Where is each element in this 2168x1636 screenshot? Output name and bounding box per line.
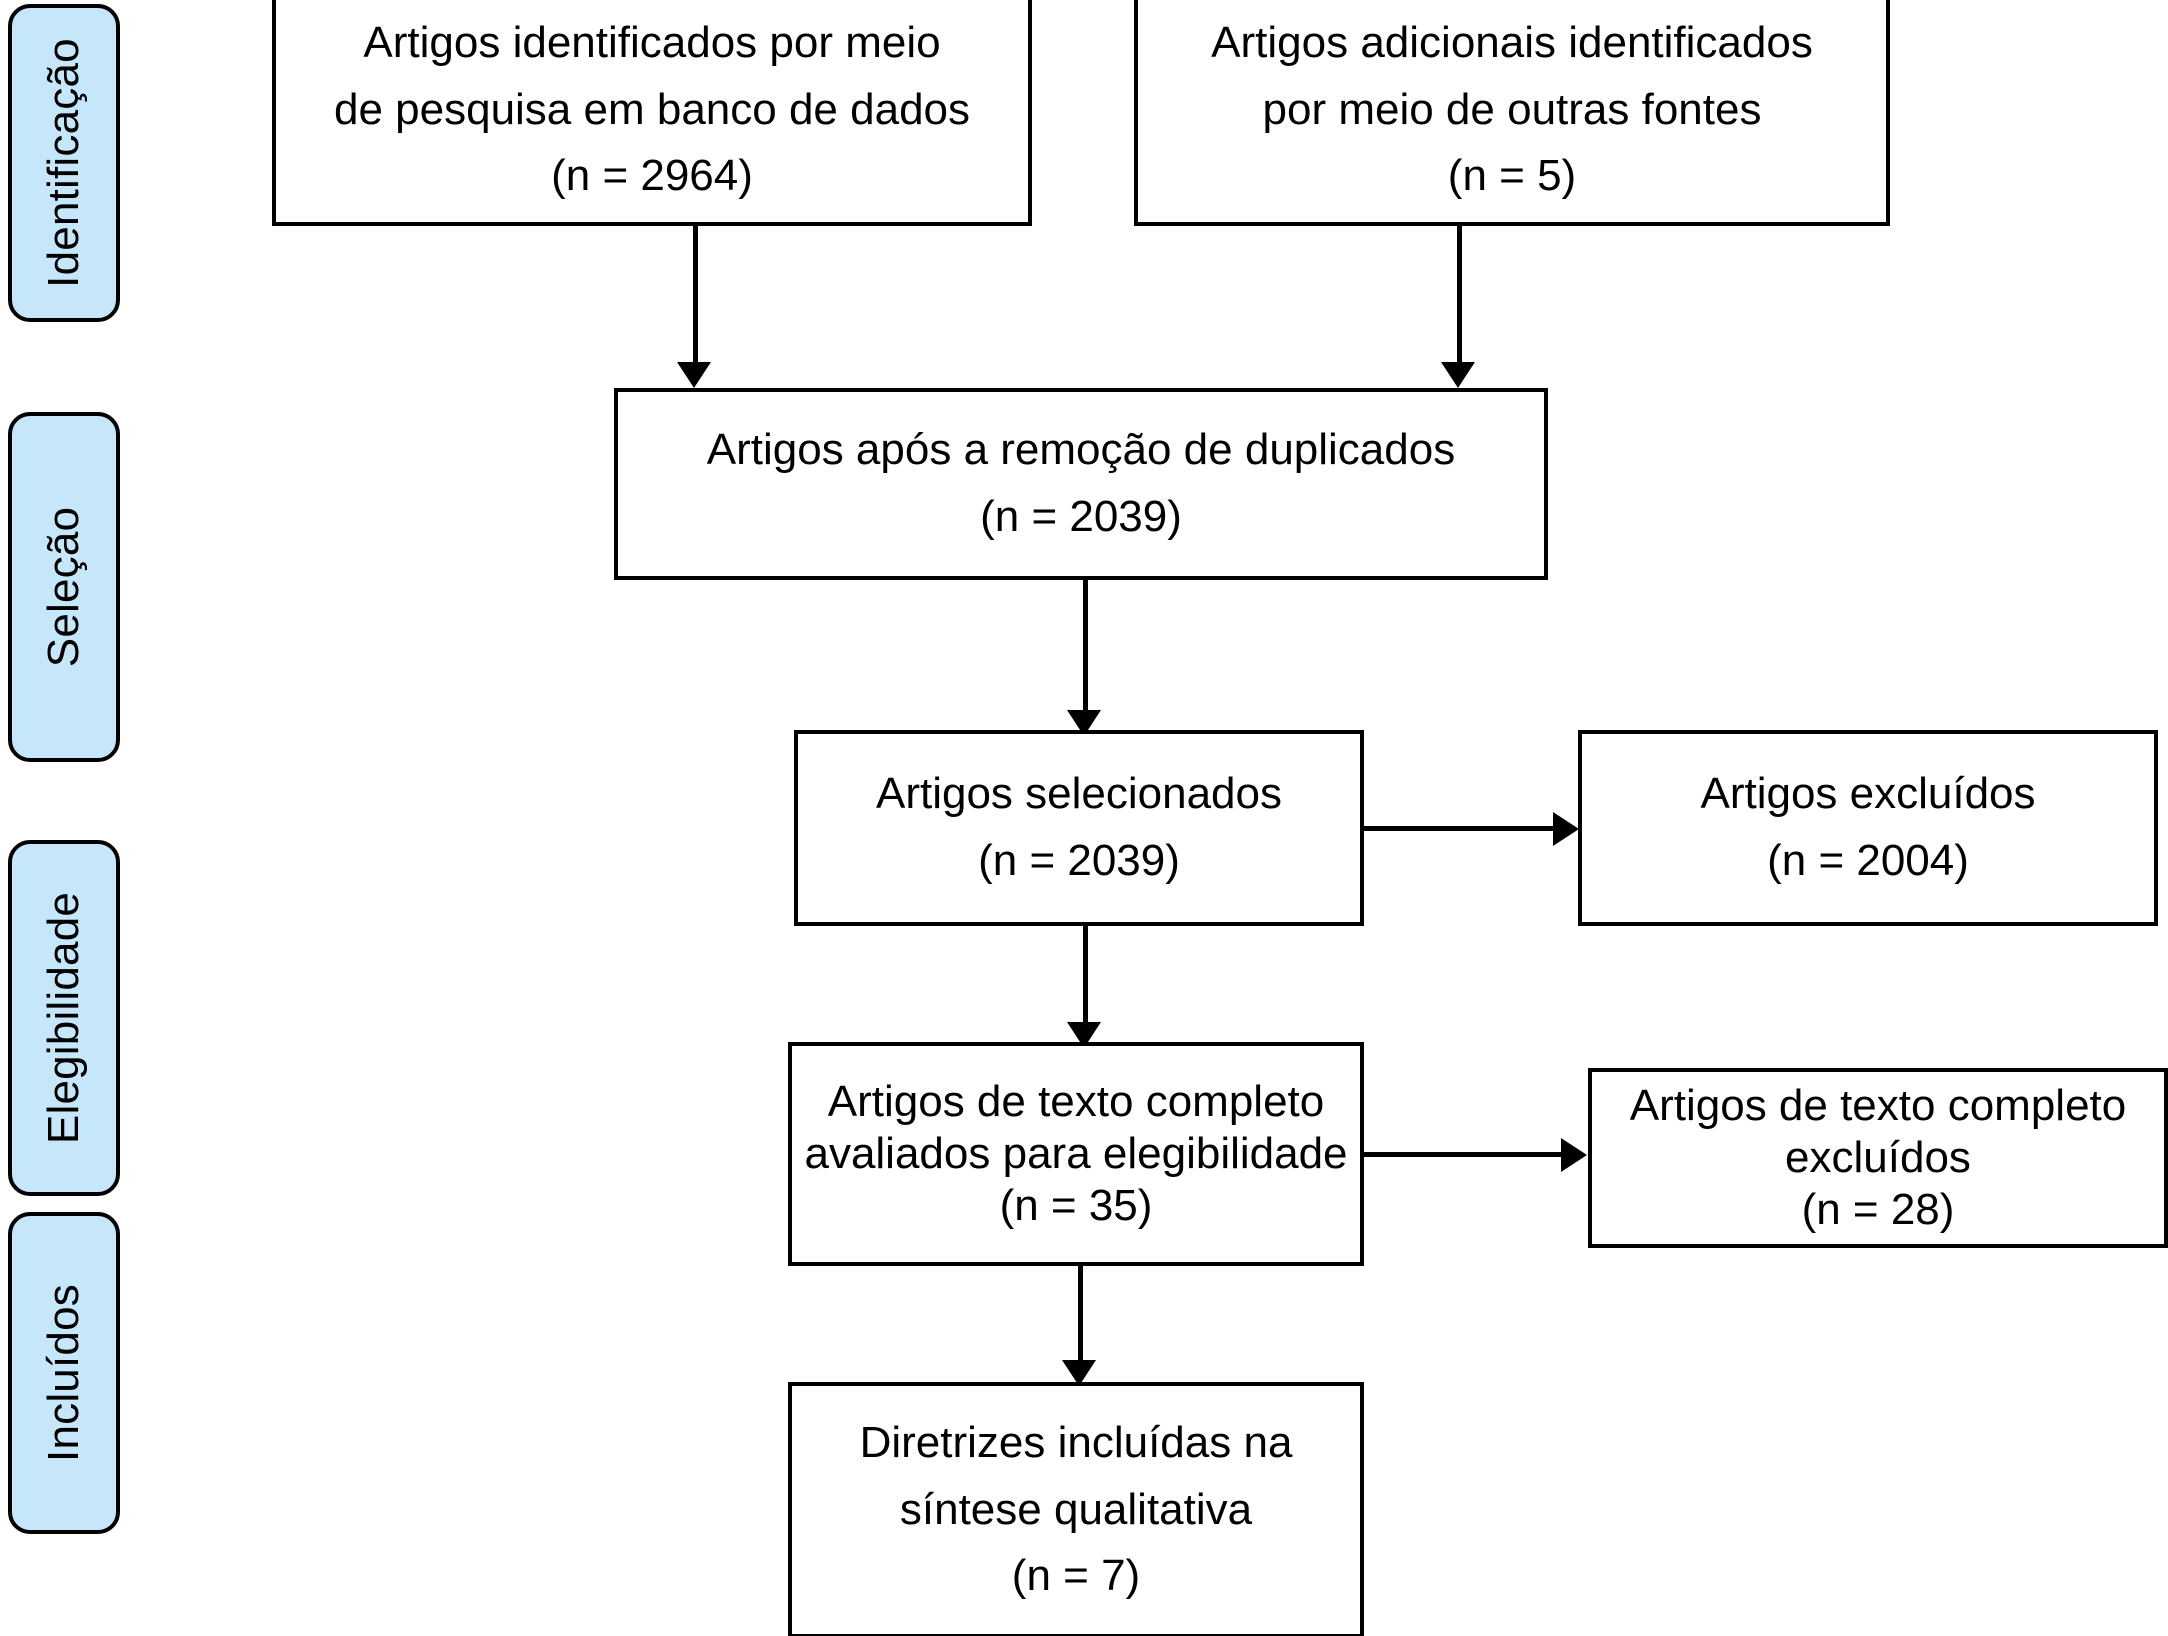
box-fulltext-excluded-count: (n = 28) — [1801, 1184, 1955, 1234]
box-after-duplicates-line1: Artigos após a remoção de duplicados — [706, 425, 1456, 475]
stage-pill-elegibilidade: Elegibilidade — [8, 840, 120, 1196]
stage-label-elegibilidade: Elegibilidade — [39, 891, 88, 1145]
connector-database-to-duplicates — [693, 226, 698, 372]
box-included-synthesis-line2: síntese qualitativa — [899, 1484, 1253, 1534]
box-other-sources-line1: Artigos adicionais identificados — [1211, 17, 1813, 67]
box-database-records-line2: de pesquisa em banco de dados — [333, 84, 971, 134]
arrowhead-fulltext-to-excluded — [1561, 1138, 1587, 1172]
box-screened-line1: Artigos selecionados — [875, 769, 1282, 819]
arrowhead-sources-to-duplicates — [1441, 362, 1475, 388]
box-included-synthesis-line1: Diretrizes incluídas na — [859, 1417, 1293, 1467]
box-included-synthesis-count: (n = 7) — [1011, 1551, 1141, 1601]
connector-fulltext-to-excluded — [1364, 1152, 1564, 1157]
box-fulltext-assessed-count: (n = 35) — [999, 1180, 1153, 1230]
stage-pill-incluidos: Incluídos — [8, 1212, 120, 1534]
box-database-records: Artigos identificados por meio de pesqui… — [272, 0, 1032, 226]
box-after-duplicates: Artigos após a remoção de duplicados (n … — [614, 388, 1548, 580]
box-database-records-count: (n = 2964) — [551, 151, 753, 201]
box-other-sources-count: (n = 5) — [1447, 151, 1577, 201]
box-database-records-line1: Artigos identificados por meio — [363, 17, 941, 67]
stage-pill-identificacao: Identificação — [8, 4, 120, 322]
box-other-sources-line2: por meio de outras fontes — [1262, 84, 1762, 134]
box-fulltext-assessed: Artigos de texto completo avaliados para… — [788, 1042, 1364, 1266]
connector-screened-to-excluded — [1364, 826, 1556, 831]
box-screened: Artigos selecionados (n = 2039) — [794, 730, 1364, 926]
box-fulltext-excluded-line1: Artigos de texto completo — [1629, 1081, 2127, 1131]
box-fulltext-excluded: Artigos de texto completo excluídos (n =… — [1588, 1068, 2168, 1248]
connector-screened-to-fulltext — [1083, 926, 1088, 1038]
box-included-synthesis: Diretrizes incluídas na síntese qualitat… — [788, 1382, 1364, 1636]
box-fulltext-assessed-line2: avaliados para elegibilidade — [804, 1129, 1348, 1179]
stage-label-incluidos: Incluídos — [39, 1284, 89, 1462]
box-fulltext-excluded-line2: excluídos — [1785, 1133, 1971, 1183]
arrowhead-fulltext-to-included — [1062, 1360, 1096, 1386]
box-screened-count: (n = 2039) — [978, 836, 1180, 885]
box-excluded-count: (n = 2004) — [1767, 836, 1969, 885]
connector-sources-to-duplicates — [1457, 226, 1462, 372]
arrowhead-screened-to-excluded — [1553, 812, 1579, 846]
box-excluded: Artigos excluídos (n = 2004) — [1578, 730, 2158, 926]
box-fulltext-assessed-line1: Artigos de texto completo — [827, 1077, 1325, 1127]
box-excluded-line1: Artigos excluídos — [1700, 769, 2036, 819]
connector-duplicates-to-screened — [1083, 580, 1088, 720]
box-other-sources: Artigos adicionais identificados por mei… — [1134, 0, 1890, 226]
stage-label-identificacao: Identificação — [39, 38, 88, 288]
stage-pill-selecao: Seleção — [8, 412, 120, 762]
box-after-duplicates-count: (n = 2039) — [980, 492, 1182, 541]
connector-fulltext-to-included — [1078, 1266, 1083, 1376]
arrowhead-database-to-duplicates — [677, 362, 711, 388]
stage-label-selecao: Seleção — [39, 506, 88, 668]
